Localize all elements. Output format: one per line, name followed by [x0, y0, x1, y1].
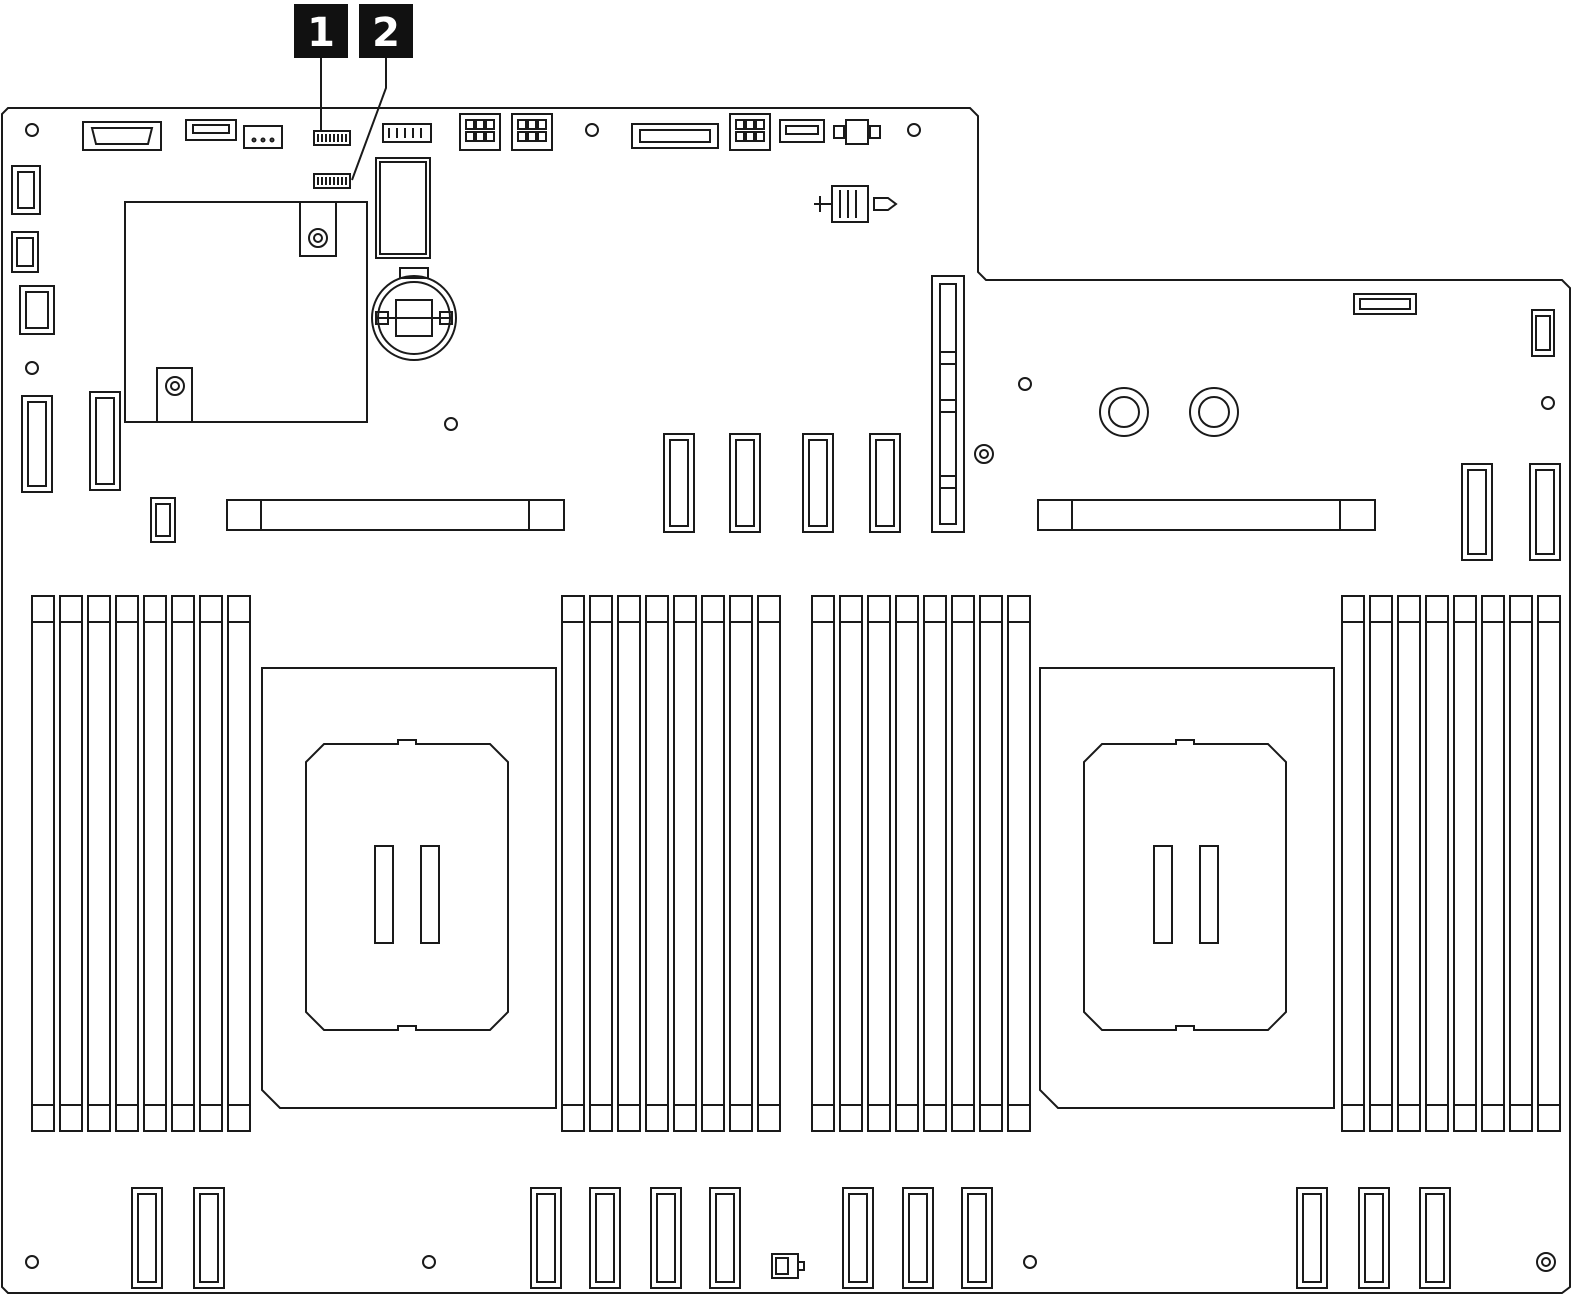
board-outline	[1, 107, 1571, 1294]
dimm-bank-1	[31, 595, 251, 1132]
mounting-holes	[25, 123, 1556, 1272]
wide-connector	[631, 123, 719, 149]
lower-small-connector	[313, 173, 351, 189]
callout-2-label: 2	[372, 10, 400, 56]
left-edge-connectors	[11, 165, 55, 335]
middle-vertical-slots	[663, 433, 901, 533]
right-edge-connector	[1531, 309, 1555, 357]
dimm-bank-2	[561, 595, 781, 1132]
cmos-battery	[371, 267, 457, 361]
bottom-slots	[131, 1187, 1451, 1289]
tall-pcie-slot	[931, 275, 965, 533]
small-switch	[833, 119, 881, 145]
power-connector-3	[729, 113, 771, 151]
riser-connector	[375, 157, 431, 259]
intrusion-switch	[814, 185, 898, 223]
fan-header	[243, 125, 283, 149]
power-connector-1	[459, 113, 501, 151]
bottom-small-connector	[771, 1253, 805, 1279]
processor-socket-2	[1039, 667, 1335, 1109]
usb-connector	[185, 119, 237, 141]
callout-1: 1	[294, 4, 348, 58]
vga-connector	[82, 121, 162, 151]
storage-module	[124, 201, 368, 423]
standoffs	[1099, 387, 1239, 437]
horizontal-connector-left	[226, 499, 565, 531]
horizontal-connector-right	[1037, 499, 1376, 531]
dimm-bank-3	[811, 595, 1031, 1132]
right-top-connector	[1353, 293, 1417, 315]
power-connector-2	[511, 113, 553, 151]
callout-2-leader	[351, 58, 387, 181]
small-left-connector	[150, 497, 176, 543]
processor-socket-1	[261, 667, 557, 1109]
pin-header	[382, 123, 432, 143]
dimm-bank-4	[1341, 595, 1561, 1132]
callout-1-label: 1	[307, 10, 335, 56]
right-vertical-slots	[1461, 463, 1561, 561]
upper-small-connector	[313, 130, 351, 146]
left-vertical-slots	[21, 391, 121, 493]
callout-2: 2	[359, 4, 413, 58]
signal-connector	[779, 119, 825, 143]
